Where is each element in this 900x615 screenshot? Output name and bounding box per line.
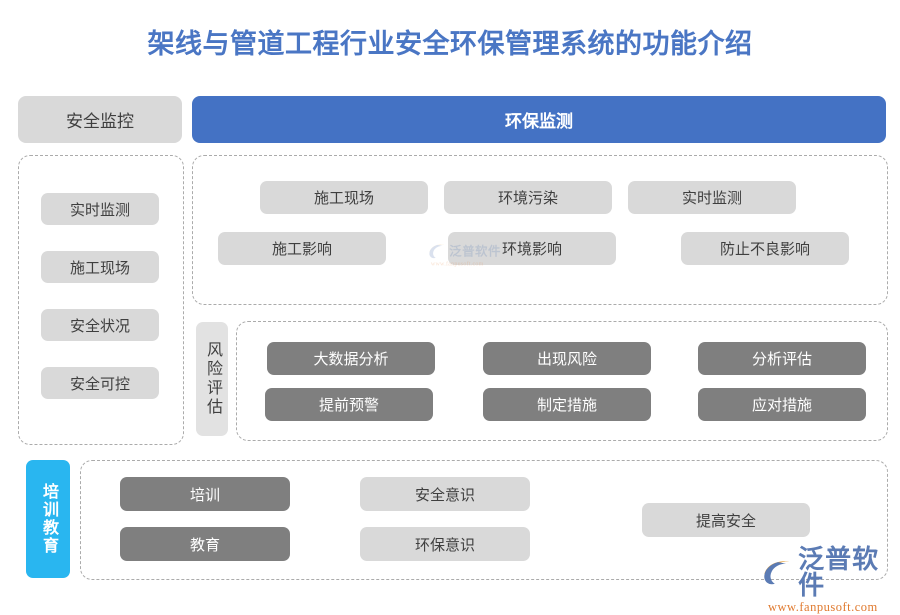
sidebar-item-label: 施工现场 [69,259,130,277]
sidebar-item-realtime-monitoring[interactable]: 实时监测 [41,193,159,225]
slide-canvas: 架线与管道工程行业安全环保管理系统的功能介绍 安全监控 环保监测 实时监测 施工… [18,29,888,614]
training-chip-label: 安全意识 [414,486,475,504]
env-chip-label: 施工现场 [313,190,374,207]
company-logo: 泛普软件 www.fanpusoft.com [762,546,900,615]
training-chip-safety-awareness[interactable]: 安全意识 [360,477,530,511]
env-chip-environmental-pollution[interactable]: 环境污染 [444,181,612,214]
training-education-label: 培训教育 [26,460,70,578]
risk-chip-label: 分析评估 [751,351,812,368]
training-chip-label: 提高安全 [695,512,756,530]
sidebar-item-label: 安全可控 [69,375,130,393]
sidebar-item-label: 安全状况 [69,317,130,335]
risk-chip-label: 出现风险 [536,351,597,368]
training-chip-improve-safety[interactable]: 提高安全 [642,503,810,537]
risk-chip-analysis-evaluation[interactable]: 分析评估 [698,342,866,375]
risk-assessment-panel [236,321,888,441]
risk-chip-label: 制定措施 [536,397,597,414]
env-chip-construction-site[interactable]: 施工现场 [260,181,428,214]
page-title: 架线与管道工程行业安全环保管理系统的功能介绍 [147,29,753,59]
training-chip-training[interactable]: 培训 [120,477,290,511]
sidebar-panel [18,155,184,445]
company-logo-row: 泛普软件 [762,546,900,598]
company-url: www.fanpusoft.com [768,600,878,614]
tab-safety-monitoring-label: 安全监控 [66,112,134,131]
env-chip-label: 环境污染 [497,190,558,207]
env-chip-environmental-impact[interactable]: 环境影响 [448,232,616,265]
env-chip-label: 防止不良影响 [719,241,810,258]
sidebar-item-construction-site[interactable]: 施工现场 [41,251,159,283]
training-chip-label: 培训 [189,486,220,504]
sidebar-item-label: 实时监测 [69,201,130,219]
training-chip-label: 教育 [189,536,220,554]
env-chip-realtime-monitoring[interactable]: 实时监测 [628,181,796,214]
company-name: 泛普软件 [798,544,880,600]
tab-environmental-monitoring-label: 环保监测 [505,112,573,131]
env-chip-label: 环境影响 [501,241,562,258]
sidebar-item-safety-controllable[interactable]: 安全可控 [41,367,159,399]
training-chip-education[interactable]: 教育 [120,527,290,561]
tab-environmental-monitoring[interactable]: 环保监测 [192,96,886,143]
env-chip-construction-impact[interactable]: 施工影响 [218,232,386,265]
env-chip-label: 实时监测 [681,190,742,207]
risk-chip-response-measures[interactable]: 应对措施 [698,388,866,421]
env-chip-prevent-adverse-impact[interactable]: 防止不良影响 [681,232,849,265]
env-chip-label: 施工影响 [271,241,332,258]
risk-chip-label: 提前预警 [318,397,379,414]
risk-chip-label: 大数据分析 [313,351,389,368]
training-chip-environmental-awareness[interactable]: 环保意识 [360,527,530,561]
risk-chip-risk-emerges[interactable]: 出现风险 [483,342,651,375]
risk-chip-label: 应对措施 [751,397,812,414]
environmental-monitoring-panel [192,155,888,305]
sidebar-item-safety-status[interactable]: 安全状况 [41,309,159,341]
company-logo-icon [764,560,790,584]
training-chip-label: 环保意识 [414,536,475,554]
risk-chip-big-data-analysis[interactable]: 大数据分析 [267,342,435,375]
risk-assessment-label: 风险评估 [196,322,228,436]
training-education-panel [80,460,888,580]
tab-safety-monitoring[interactable]: 安全监控 [18,96,182,143]
risk-chip-formulate-measures[interactable]: 制定措施 [483,388,651,421]
risk-chip-early-warning[interactable]: 提前预警 [265,388,433,421]
